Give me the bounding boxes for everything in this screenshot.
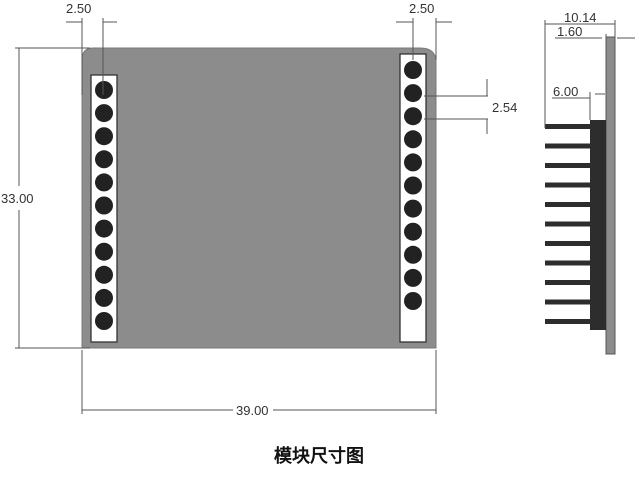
right-pin-11 (404, 292, 422, 310)
dim-label-height: 33.00 (1, 191, 34, 206)
right-pin-10 (404, 268, 422, 287)
right-pin-6 (404, 176, 422, 195)
side-view: 10.14 1.60 6.00 (544, 10, 635, 355)
dim-label-side-total: 10.14 (564, 10, 597, 25)
right-pin-2 (404, 84, 422, 103)
left-pin-10 (95, 288, 113, 307)
side-pin-2 (545, 143, 606, 149)
left-pin-7 (95, 219, 113, 238)
dim-label-width: 39.00 (236, 403, 269, 418)
left-pin-11 (95, 312, 113, 330)
side-pin-8 (545, 260, 606, 266)
dim-height: 33.00 (1, 47, 90, 349)
left-pin-4 (95, 150, 113, 169)
dim-side-pcb: 1.60 (555, 24, 635, 42)
right-pin-7 (404, 199, 422, 218)
side-pin-10 (545, 299, 606, 305)
dim-label-pin-pitch: 2.54 (492, 100, 517, 115)
left-pin-8 (95, 242, 113, 261)
left-pin-2 (95, 104, 113, 123)
left-pin-row (95, 81, 113, 330)
right-pin-3 (404, 107, 422, 126)
dim-side-header: 6.00 (552, 84, 605, 120)
dim-label-pin-width-right: 2.50 (409, 1, 434, 16)
side-pin-11 (545, 319, 606, 324)
dim-label-side-pcb: 1.60 (557, 24, 582, 39)
side-pin-7 (545, 241, 606, 246)
side-pin-3 (545, 163, 606, 168)
dim-label-side-header: 6.00 (553, 84, 578, 99)
left-pin-1 (95, 81, 113, 99)
left-pin-3 (95, 127, 113, 146)
left-pin-9 (95, 265, 113, 284)
dim-width: 39.00 (81, 350, 437, 418)
left-pin-5 (95, 173, 113, 192)
right-pin-5 (404, 153, 422, 172)
drawing-caption: 模块尺寸图 (274, 445, 364, 467)
side-pin-row (545, 124, 606, 324)
dim-pin-pitch: 2.54 (424, 79, 517, 134)
right-pin-row (404, 61, 422, 310)
side-pin-1 (545, 124, 606, 129)
dim-pin-width-left: 2.50 (66, 1, 117, 95)
module-board (81, 47, 437, 349)
dim-side-total: 10.14 (544, 10, 616, 128)
side-pcb (605, 36, 616, 355)
right-pin-4 (404, 130, 422, 149)
side-pin-9 (545, 280, 606, 285)
side-pin-5 (545, 202, 606, 207)
dim-pin-width-right: 2.50 (396, 1, 452, 60)
right-pin-9 (404, 245, 422, 264)
right-pin-1 (404, 61, 422, 79)
side-pin-6 (545, 221, 606, 227)
top-view: 2.50 2.50 33.00 39.00 (1, 1, 517, 418)
side-pin-4 (545, 182, 606, 188)
left-pin-6 (95, 196, 113, 215)
right-pin-8 (404, 222, 422, 241)
dim-label-pin-width-left: 2.50 (66, 1, 91, 16)
